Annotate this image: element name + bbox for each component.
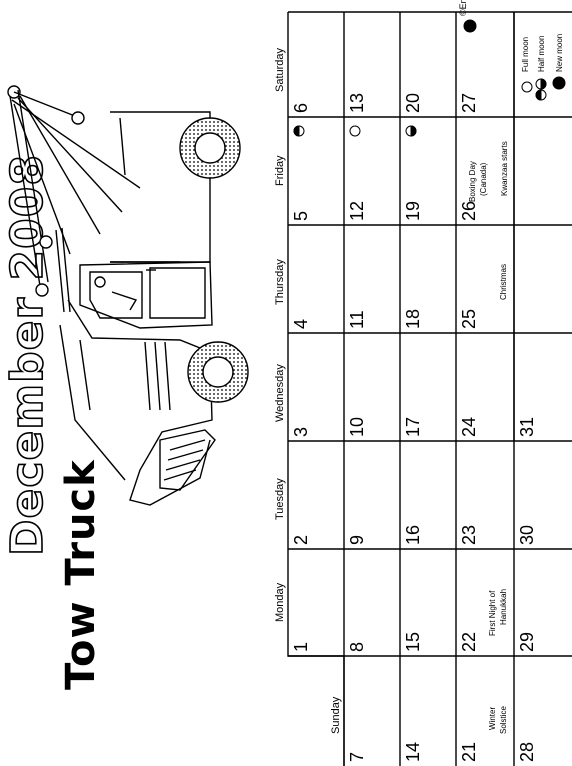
dayname-saturday: Saturday: [274, 47, 286, 92]
date-19: 19: [403, 200, 423, 221]
date-13: 13: [347, 92, 367, 113]
legend-half-moon: Half moon: [537, 35, 546, 72]
event-christmas: Christmas: [499, 263, 508, 300]
date-20: 20: [403, 92, 423, 113]
event-kwanzaa: Kwanzaa starts: [500, 141, 509, 196]
date-17: 17: [403, 416, 423, 437]
event-winter-solstice-line1: Winter: [488, 706, 497, 730]
date-27: 27: [459, 92, 479, 113]
full-moon-legend-icon: [521, 81, 533, 93]
boom-pulley: [71, 111, 85, 125]
date-25: 25: [459, 308, 479, 329]
event-winter-solstice-line2: Solstice: [499, 705, 508, 734]
new-moon-legend-icon: [552, 76, 566, 90]
full-moon-marker-dec12: [349, 125, 361, 137]
date-29: 29: [517, 631, 537, 652]
date-10: 10: [347, 416, 367, 437]
date-18: 18: [403, 308, 423, 329]
dayname-friday: Friday: [274, 155, 286, 186]
date-11: 11: [347, 310, 367, 329]
legend-full-moon: Full moon: [521, 36, 530, 72]
hook-ball-lower: [35, 283, 49, 297]
dayname-monday: Monday: [274, 582, 286, 622]
hook-ball: [39, 235, 53, 249]
event-hanukkah-line1: First Night of: [488, 590, 497, 636]
date-5: 5: [291, 210, 311, 221]
date-12: 12: [347, 200, 367, 221]
date-6: 6: [291, 102, 311, 113]
dayname-tuesday: Tuesday: [274, 478, 286, 520]
date-15: 15: [403, 631, 423, 652]
date-24: 24: [459, 416, 479, 437]
date-14: 14: [403, 741, 423, 762]
date-31: 31: [517, 416, 537, 437]
dayname-sunday: Sunday: [330, 696, 342, 734]
date-2: 2: [291, 534, 311, 545]
event-boxing-day-line1: Boxing Day: [468, 161, 477, 202]
date-3: 3: [291, 426, 311, 437]
event-hanukkah-line2: Hanukkah: [499, 588, 508, 625]
date-26: 26: [459, 200, 479, 221]
date-1: 1: [291, 641, 311, 652]
date-30: 30: [517, 524, 537, 545]
date-8: 8: [347, 641, 367, 652]
date-23: 23: [459, 524, 479, 545]
event-boxing-day-line2: (Canada): [479, 162, 488, 196]
legend-new-moon: New moon: [555, 33, 564, 72]
date-28: 28: [517, 741, 537, 762]
new-moon-marker-dec27: [463, 19, 477, 33]
date-4: 4: [291, 318, 311, 329]
dayname-thursday: Thursday: [274, 259, 286, 305]
date-21: 21: [459, 741, 479, 762]
date-16: 16: [403, 524, 423, 545]
date-9: 9: [347, 534, 367, 545]
dayname-wednesday: Wednesday: [274, 364, 286, 422]
date-22: 22: [459, 631, 479, 652]
date-7: 7: [347, 751, 367, 762]
